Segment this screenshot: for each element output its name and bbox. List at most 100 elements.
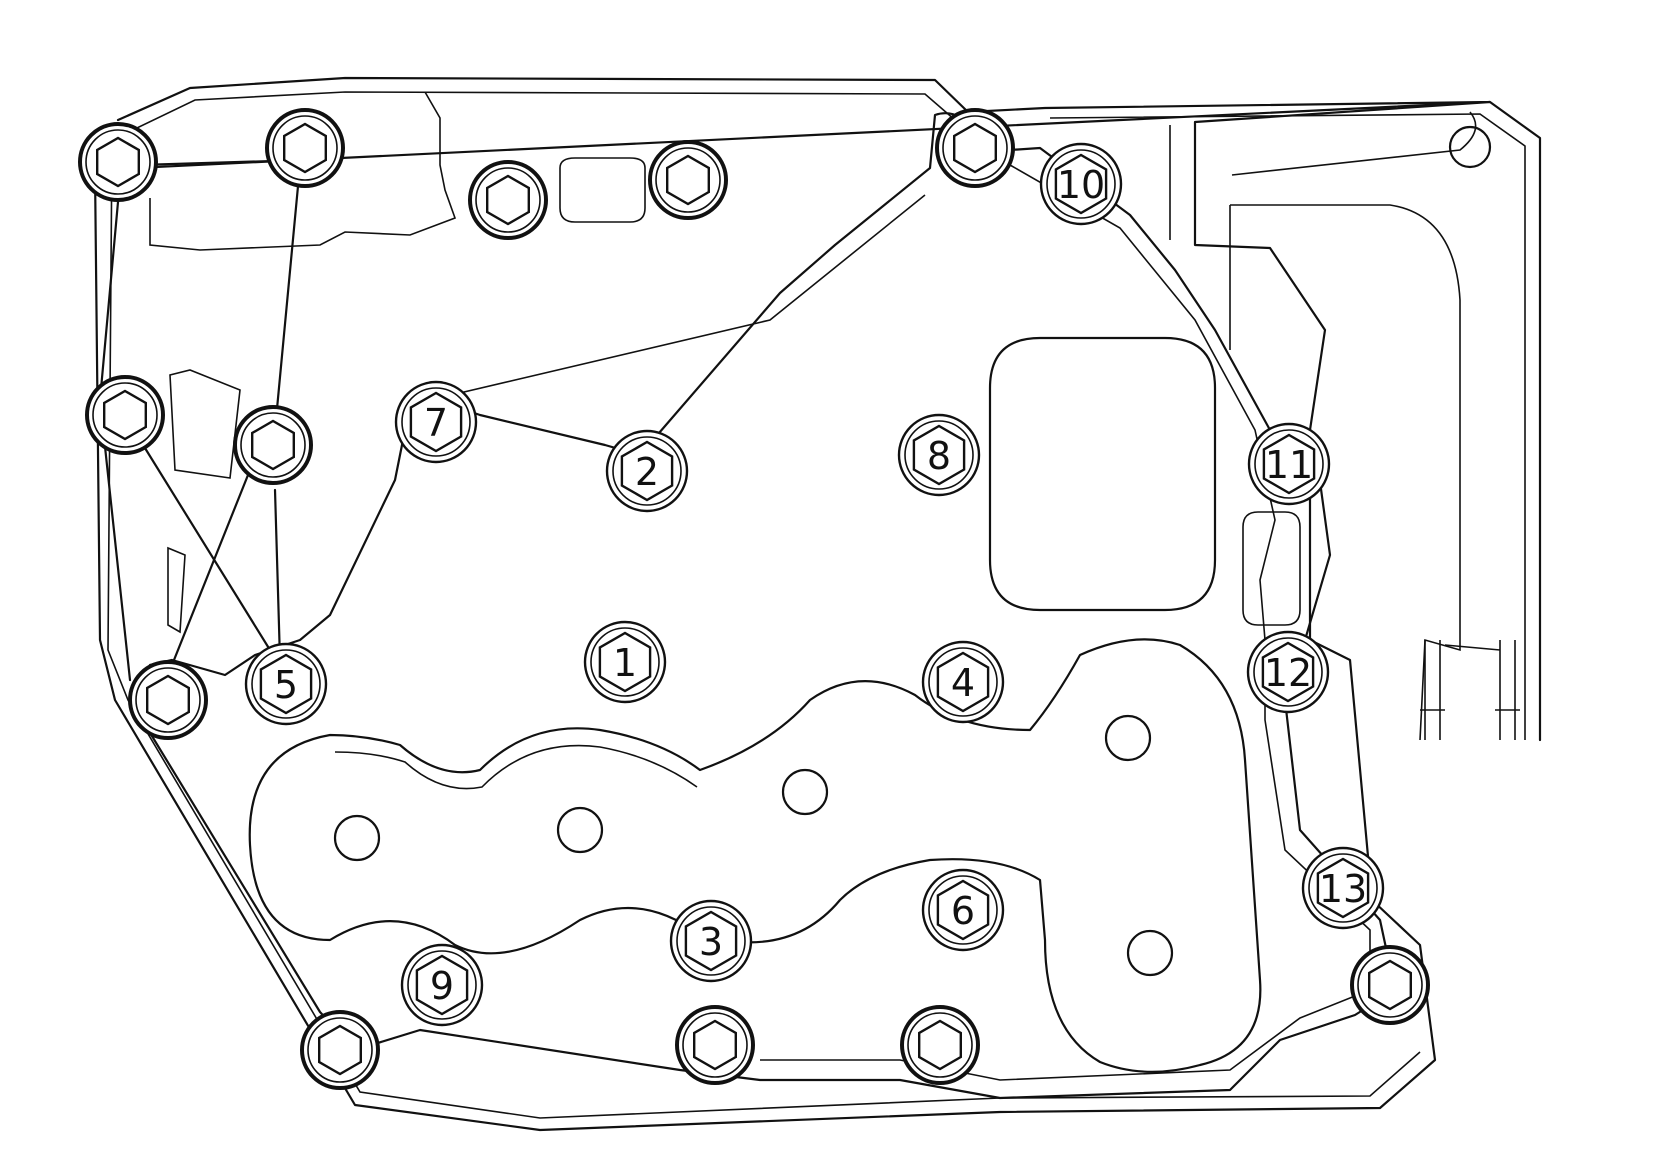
hex-head-icon: [936, 651, 990, 713]
bolt-8: 8: [897, 413, 981, 497]
hex-head-icon: [283, 122, 327, 174]
hex-bolt: [468, 160, 548, 240]
upper-web: [429, 194, 926, 401]
port-hole: [556, 806, 604, 854]
bolt-washer-inner: [135, 667, 201, 733]
hex-bolt: [1350, 945, 1430, 1025]
hex-head-icon: [95, 136, 141, 188]
bolt-washer: [468, 160, 548, 240]
bolt-washer: [394, 380, 478, 464]
right-fork: [1420, 640, 1520, 740]
bolt-washer: [1247, 422, 1331, 506]
bolt-7-label: 7: [424, 401, 448, 445]
hex-head-icon: [1054, 153, 1108, 215]
bolt-9-label: 9: [430, 964, 454, 1008]
bolt-washer-inner: [272, 115, 338, 181]
hex-head-icon: [1316, 857, 1370, 919]
gasket-plate: [128, 112, 1397, 1100]
port-hole: [1448, 125, 1492, 169]
bolt-washer: [78, 122, 158, 202]
bolt-2-label: 2: [635, 450, 659, 494]
housing-outline: [93, 76, 1542, 1132]
bolt-10-label: 10: [1057, 163, 1105, 207]
gasket-plate-inner: [760, 131, 1371, 1081]
upper-left-pocket: [149, 91, 457, 251]
hex-bolt: [900, 1005, 980, 1085]
hex-head-icon: [666, 154, 710, 206]
window-opening: [988, 336, 1217, 612]
hex-head-icon: [1367, 959, 1413, 1011]
hex-head-icon: [693, 1019, 737, 1071]
hex-bolt: [233, 405, 313, 485]
hex-head-icon: [953, 122, 997, 174]
bolt-12: 12: [1246, 630, 1330, 714]
unnumbered-bolts: [78, 108, 1430, 1090]
bolt-washer: [128, 660, 208, 740]
bolt-4-label: 4: [951, 661, 975, 705]
bolt-washer: [1246, 630, 1330, 714]
bolt-washer: [921, 640, 1005, 724]
right-rail-outer: [1169, 111, 1477, 741]
hex-head-icon: [1262, 433, 1316, 495]
bolt-washer: [669, 899, 753, 983]
bolt-5: 5: [244, 642, 328, 726]
bolt-washer-inner: [676, 906, 746, 976]
bolt-washer: [648, 140, 728, 220]
bolt-5-label: 5: [274, 663, 298, 707]
upper-slot: [559, 157, 646, 223]
bolt-11-label: 11: [1265, 443, 1313, 487]
hex-head-icon: [684, 910, 738, 972]
bolt-washer: [85, 375, 165, 455]
port-hole: [1126, 929, 1174, 977]
bolt-washer-inner: [1253, 637, 1323, 707]
bolt-web: [98, 158, 307, 697]
solenoid-plate-inner: [334, 744, 698, 790]
bolt-10: 10: [1039, 142, 1123, 226]
bolt-washer-inner: [928, 647, 998, 717]
bolt-washer-inner: [240, 412, 306, 478]
port-holes: [333, 125, 1492, 977]
hex-head-icon: [259, 653, 313, 715]
bolt-3-label: 3: [699, 920, 723, 964]
bolt-washer: [265, 108, 345, 188]
hex-bolt: [128, 660, 208, 740]
hex-head-icon: [1261, 641, 1315, 703]
hex-head-icon: [598, 631, 652, 693]
hex-head-icon: [102, 389, 148, 441]
port-hole: [1104, 714, 1152, 762]
bolt-washer: [233, 405, 313, 485]
bolt-washer-inner: [1046, 149, 1116, 219]
hex-bolt: [265, 108, 345, 188]
solenoid-plate: [248, 638, 1262, 1073]
bolt-13: 13: [1301, 846, 1385, 930]
bolt-washer-inner: [590, 627, 660, 697]
bolt-12-label: 12: [1264, 651, 1312, 695]
bolt-washer: [897, 413, 981, 497]
bolt-9: 9: [400, 943, 484, 1027]
bolt-washer-inner: [401, 387, 471, 457]
hex-head-icon: [145, 674, 191, 726]
bolt-washer-inner: [1308, 853, 1378, 923]
bolt-washer-inner: [612, 436, 682, 506]
bolt-washer: [300, 1010, 380, 1090]
side-slot: [1242, 511, 1301, 626]
hex-head-icon: [318, 1024, 362, 1076]
hex-head-icon: [918, 1019, 962, 1071]
hex-head-icon: [486, 174, 530, 226]
bolt-13-label: 13: [1319, 867, 1367, 911]
bolt-washer-inner: [251, 649, 321, 719]
bolt-washer: [675, 1005, 755, 1085]
bolt-6: 6: [921, 868, 1005, 952]
bolt-washer-inner: [307, 1017, 373, 1083]
bolt-2: 2: [605, 429, 689, 513]
bolt-washer-inner: [1254, 429, 1324, 499]
bolt-washer-inner: [475, 167, 541, 233]
bolt-washer-inner: [85, 129, 151, 195]
bolt-1: 1: [583, 620, 667, 704]
numbered-bolts: 1 2 3 4 5 6 7 8 9 10 11 12 13: [244, 142, 1385, 1027]
port-hole: [333, 814, 381, 862]
bolt-11: 11: [1247, 422, 1331, 506]
bolt-washer: [1350, 945, 1430, 1025]
bolt-1-label: 1: [613, 641, 637, 685]
